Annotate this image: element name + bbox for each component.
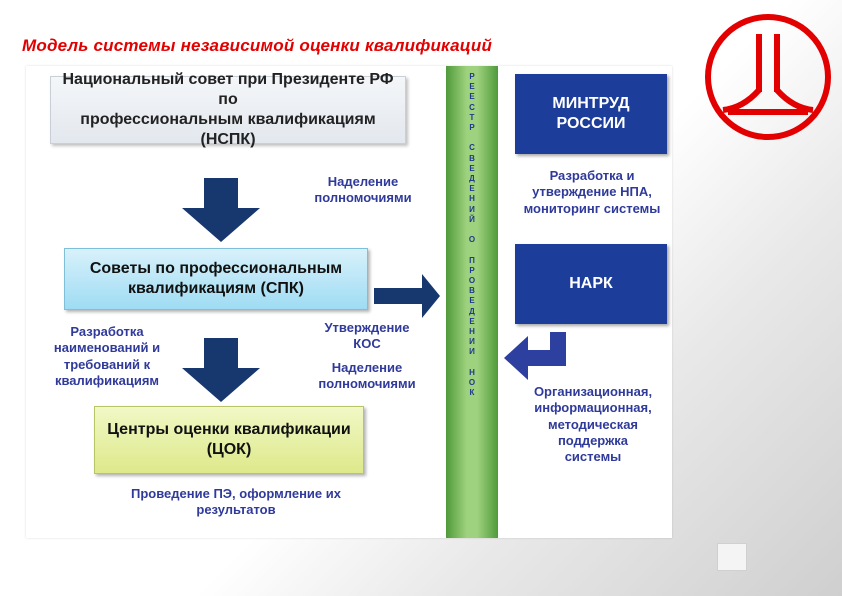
note-line: Проведение ПЭ, оформление их [131,486,341,501]
registry-letter: К [469,388,475,398]
note-line: Утверждение [324,320,410,335]
note-line: системы [564,449,622,464]
spk-line2: квалификациям (СПК) [127,280,305,297]
note-line: Разработка [70,324,144,339]
note-org-support: Организационная, информационная, методич… [508,384,678,465]
registry-letter: И [469,347,475,357]
registry-letter: С [469,143,475,153]
registry-letter: Е [469,296,475,306]
spk-line1: Советы по профессиональным [89,260,343,277]
nspk-line1: Национальный совет при Президенте РФ по [62,71,394,108]
mintrud-line2: РОССИИ [556,115,626,132]
note-provedenie: Проведение ПЭ, оформление их результатов [96,486,376,519]
registry-letter: И [469,337,475,347]
registry-letter: Р [469,72,475,81]
note-line: информационная, [534,400,652,416]
note-line: наименований и [53,340,161,356]
arrow-right-spk-registry [374,274,440,318]
note-line: Организационная, [533,384,653,399]
tsok-box: Центры оценки квалификации (ЦОК) [94,406,364,474]
tsok-line1: Центры оценки квалификации [107,421,351,438]
note-line: поддержка [557,432,629,448]
note-line: квалификациям [54,372,160,388]
note-line: полномочиями [318,376,416,392]
note-line: КОС [353,336,381,352]
registry-letter: Н [469,367,475,377]
note-line: мониторинг системы [523,200,661,216]
registry-letter: О [468,378,476,388]
slide-nav-button[interactable] [717,543,747,571]
note-line: результатов [196,502,276,518]
note-line: Наделение [327,174,399,189]
registry-letter: Н [469,194,475,204]
registry-letter: Р [469,265,475,275]
nark-box: НАРК [515,244,667,324]
nark-label: НАРК [569,275,613,292]
tsok-line2: (ЦОК) [206,441,252,458]
registry-letter: О [468,276,476,286]
note-nadelenie-1: Наделение полномочиями [288,174,438,207]
registry-letter: С [469,102,475,112]
mintrud-line1: МИНТРУД [552,95,630,112]
spk-box: Советы по профессиональным квалификациям… [64,248,368,310]
note-razrabotka-naim: Разработка наименований и требований к к… [32,324,182,389]
arrow-down-spk-tsok [182,338,260,402]
nspk-box: Национальный совет при Президенте РФ по … [50,71,406,148]
registry-letter: Д [469,306,475,316]
note-line: утверждение НПА, [532,184,652,200]
registry-letter: Е [469,82,475,92]
note-nadelenie-2: Наделение полномочиями [292,360,442,393]
arrow-left-nark-registry [504,332,566,380]
registry-letter: Й [469,214,475,224]
registry-letter: Д [469,174,475,184]
registry-letter: Т [469,112,475,122]
registry-letter: И [469,204,475,214]
diagram-panel: Национальный совет при Президенте РФ по … [26,66,672,538]
logo-emblem [705,14,831,140]
registry-letter: П [469,255,475,265]
note-line: полномочиями [314,190,412,206]
arrows-layer [182,178,566,402]
note-line: Наделение [331,360,403,375]
registry-letter: Н [469,327,475,337]
note-utverzhdenie: Утверждение КОС [292,320,442,353]
note-line: методическая [547,416,639,432]
nspk-line2: профессиональным квалификациям (НСПК) [80,111,376,148]
registry-letter: Е [469,316,475,326]
mintrud-box: МИНТРУД РОССИИ [515,74,667,154]
arrow-down-nspk-spk [182,178,260,242]
registry-letter: Р [469,123,475,133]
registry-letter: Е [469,92,475,102]
registry-letter: В [469,286,475,296]
registry-letter: Е [469,163,475,173]
registry-letter: О [468,235,476,245]
registry-letter: Е [469,184,475,194]
note-line: Разработка и [549,168,635,183]
registry-letter: В [469,153,475,163]
note-razrabotka-npa: Разработка и утверждение НПА, мониторинг… [502,168,682,217]
page-title: Модель системы независимой оценки квалиф… [22,36,493,55]
note-line: требований к [63,356,151,372]
